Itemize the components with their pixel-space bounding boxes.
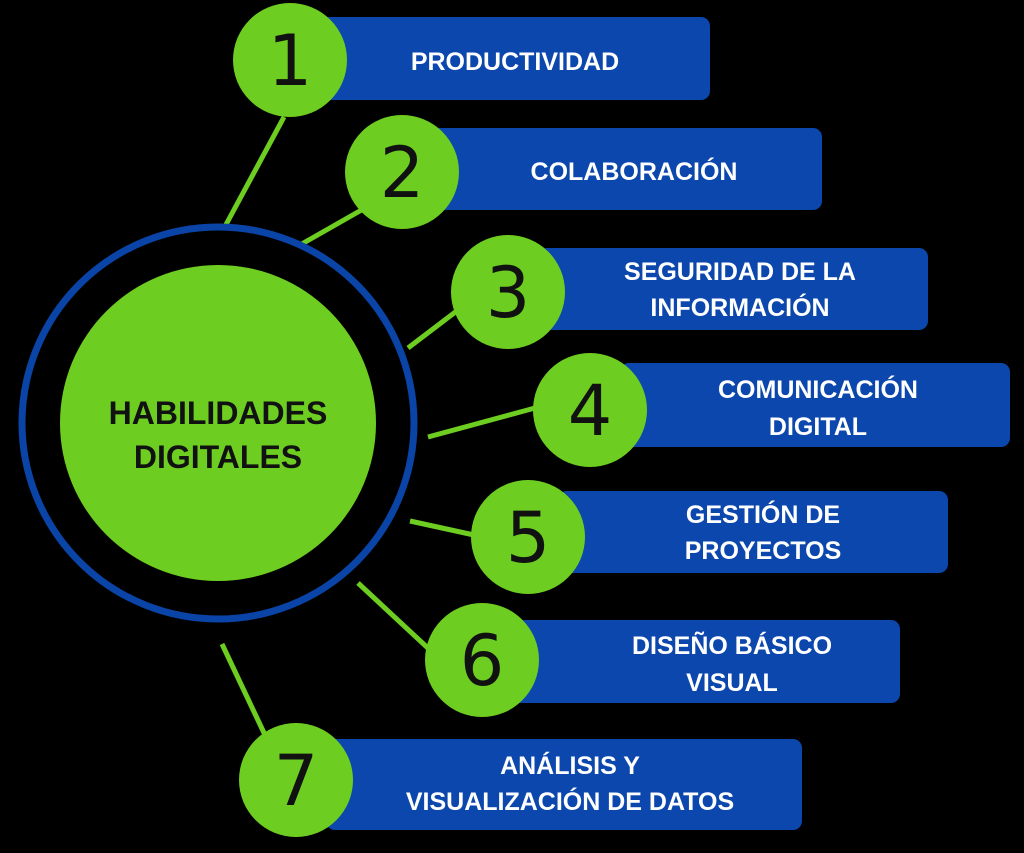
number-badge [471,480,585,594]
connector-2 [298,205,367,248]
hub-title-line-2: DIGITALES [134,439,302,475]
skill-label-box [538,248,928,330]
skill-label-box [512,620,900,703]
skill-number: 7 [274,740,319,822]
skill-label-line-1: SEGURIDAD DE LA [624,258,856,286]
skill-label-line-2: VISUALIZACIÓN DE DATOS [406,786,734,816]
skill-label-box [430,128,822,210]
skill-label-line-2: INFORMACIÓN [650,292,829,322]
number-badge [425,603,539,717]
number-badge [451,235,565,349]
number-badge [239,723,353,837]
skill-label-box [326,739,802,830]
connector-7 [219,642,268,737]
skill-label-line-1: ANÁLISIS Y [500,751,640,780]
skill-label-line-1: COMUNICACIÓN [718,374,918,404]
skill-number: 5 [506,497,551,579]
skill-label-line-2: VISUAL [686,669,778,697]
number-badge [233,3,347,117]
central-hub: HABILIDADES DIGITALES [18,223,418,623]
number-badge [345,115,459,229]
connectors [219,115,536,737]
skill-item-5: 5 GESTIÓN DE PROYECTOS [471,480,948,594]
hub-title-line-1: HABILIDADES [109,395,328,431]
skill-label: PRODUCTIVIDAD [411,48,619,76]
connector-1 [219,115,287,234]
skill-item-3: 3 SEGURIDAD DE LA INFORMACIÓN [451,235,928,349]
skill-item-7: 7 ANÁLISIS Y VISUALIZACIÓN DE DATOS [239,723,802,837]
connector-5 [409,518,475,538]
connector-3 [406,308,460,350]
skill-number: 6 [460,620,505,702]
skill-item-4: 4 COMUNICACIÓN DIGITAL [533,353,1010,467]
connector-4 [427,405,536,440]
skill-item-6: 6 DISEÑO BÁSICO VISUAL [425,603,900,717]
skill-label-box [558,491,948,573]
skill-label-line-1: DISEÑO BÁSICO [632,630,832,660]
skill-number: 4 [568,370,613,452]
number-badge [533,353,647,467]
skill-label-line-2: PROYECTOS [685,537,842,565]
skill-label-line-1: GESTIÓN DE [686,499,840,529]
skill-item-2: 2 COLABORACIÓN [345,115,822,229]
skill-label: COLABORACIÓN [531,156,738,186]
skill-number: 2 [380,132,425,214]
connector-6 [356,581,432,652]
hub-circle [60,265,376,581]
skill-item-1: 1 PRODUCTIVIDAD [233,3,710,117]
skill-label-box [320,17,710,100]
skill-number: 1 [268,20,313,102]
skill-label-line-2: DIGITAL [769,413,867,441]
skill-number: 3 [486,252,531,334]
skill-label-box [620,363,1010,447]
